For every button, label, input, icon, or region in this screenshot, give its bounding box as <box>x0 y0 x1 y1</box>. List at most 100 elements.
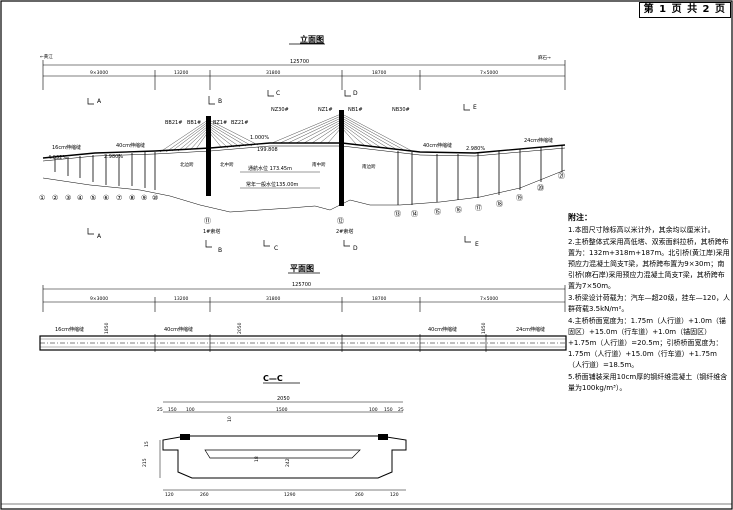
tower-2 <box>339 110 344 206</box>
notes-panel: 附注： 1.本图尺寸除标高以米计外，其余均以厘米计。 2.主桥整体式采用高低塔、… <box>568 212 730 395</box>
low-level-label: 常年一般水位135.00m <box>246 181 298 188</box>
svg-text:⑦: ⑦ <box>116 194 122 202</box>
plan-width-2: 2050 <box>237 322 243 334</box>
plan-span-5: 7×5000 <box>480 296 498 302</box>
section-dim-4: 1500 <box>276 407 288 413</box>
note-2: 2.主桥整体式采用高低塔、双索面斜拉桥，其桥跨布置为：132m+318m+187… <box>568 238 730 290</box>
svg-text:㉑: ㉑ <box>558 172 565 180</box>
note-5: 5.桥面铺装采用10cm厚的钢纤维混凝土（钢纤维含量为100kg/m³）。 <box>568 373 728 392</box>
cut-a-top: A <box>97 98 102 105</box>
section-title: C—C <box>263 374 283 383</box>
bridge-deck <box>42 142 566 159</box>
plan-joint-1: 16cm伸缩缝 <box>55 326 84 333</box>
note-4: 4.主桥桥面宽度为：1.75m（人行道）+1.0m（锚固区）+15.0m（行车道… <box>568 317 726 369</box>
slope-label-5: 1.000% <box>250 135 269 141</box>
svg-text:⑨: ⑨ <box>141 194 147 202</box>
box-girder-section <box>162 435 407 479</box>
right-end-label: 麻石→ <box>538 54 551 61</box>
elev-span-4: 18700 <box>372 70 386 76</box>
plan-width-1: 1850 <box>104 322 110 334</box>
region-north-side: 北边跨 <box>180 161 194 168</box>
approach-piers <box>54 145 563 205</box>
water-level-label: 通航水位 173.45m <box>248 165 292 172</box>
svg-text:⑬: ⑬ <box>394 210 401 218</box>
cut-b-bottom: B <box>218 247 222 254</box>
tower-2-cables <box>271 113 413 152</box>
ground-line <box>42 169 566 213</box>
svg-text:⑯: ⑯ <box>455 206 462 214</box>
region-south-side: 南边跨 <box>362 163 376 170</box>
svg-text:⑪: ⑪ <box>204 217 211 225</box>
region-north-mid: 北中跨 <box>220 161 234 168</box>
slope-label-2: 4.032% <box>48 155 67 161</box>
pier-numbers: ① ② ③ ④ ⑤ ⑥ ⑦ ⑧ ⑨ ⑩ ⑪ ⑫ ⑬ ⑭ ⑮ ⑯ ⑰ ⑱ ⑲ ⑳ … <box>39 172 565 225</box>
tower-1-name: 1#索塔 <box>203 228 220 235</box>
svg-text:④: ④ <box>77 194 83 202</box>
slope-label-4: 40cm伸缩缝 <box>116 142 145 149</box>
cut-e-top: E <box>473 104 477 111</box>
plan-joint-4: 24cm伸缩缝 <box>516 326 545 333</box>
cut-b-top: B <box>218 98 222 105</box>
slope-label-8: 24cm伸缩缝 <box>524 137 553 144</box>
deck-elevation: 199.808 <box>257 147 278 153</box>
tower-label-bb21: BB21# <box>165 120 182 126</box>
slope-label-3: 2.980% <box>104 154 123 160</box>
svg-text:⑳: ⑳ <box>537 184 544 192</box>
section-bot-dim-3: 1290 <box>284 492 296 498</box>
cut-c-bottom: C <box>274 245 278 252</box>
plan-joint-2: 40cm伸缩缝 <box>164 326 193 333</box>
svg-text:②: ② <box>52 194 58 202</box>
elev-span-2: 13200 <box>174 70 188 76</box>
section-dim-1: 25 <box>157 407 163 413</box>
page-indicator: 第 1 页 共 2 页 <box>638 2 731 18</box>
section-slab-3: 15 <box>144 441 150 447</box>
section-total-width: 2050 <box>277 396 290 402</box>
note-1: 1.本图尺寸除标高以米计外，其余均以厘米计。 <box>568 226 715 234</box>
plan-joint-3: 40cm伸缩缝 <box>428 326 457 333</box>
plan-total-span: 125700 <box>292 282 311 288</box>
plan-span-3: 31800 <box>266 296 280 302</box>
section-dim-3: 100 <box>186 407 195 413</box>
svg-text:⑧: ⑧ <box>129 194 135 202</box>
svg-text:③: ③ <box>65 194 71 202</box>
tower-label-nz1: NZ1# <box>318 107 333 113</box>
section-slab-2: 18 <box>254 456 260 462</box>
svg-text:⑭: ⑭ <box>411 210 418 218</box>
tower-2-name: 2#索塔 <box>336 228 353 235</box>
svg-text:⑱: ⑱ <box>496 200 503 208</box>
elevation-title: 立面图 <box>300 34 324 44</box>
tower-label-bz21: BZ21# <box>231 120 248 126</box>
cut-c-top: C <box>276 90 280 97</box>
slope-label-6: 40cm伸缩缝 <box>423 142 452 149</box>
section-dim-5: 100 <box>369 407 378 413</box>
plan-span-2: 13200 <box>174 296 188 302</box>
svg-text:⑰: ⑰ <box>475 204 482 212</box>
section-bot-dim-1: 120 <box>165 492 174 498</box>
plan-width-3: 1850 <box>481 322 487 334</box>
tower-1-cables <box>159 119 259 153</box>
section-bot-dim-4: 260 <box>355 492 364 498</box>
cut-e-bottom: E <box>475 241 479 248</box>
svg-text:⑤: ⑤ <box>90 194 96 202</box>
section-bot-dim-2: 260 <box>200 492 209 498</box>
section-bot-dim-5: 120 <box>390 492 399 498</box>
svg-text:⑩: ⑩ <box>152 194 158 202</box>
svg-text:①: ① <box>39 194 45 202</box>
svg-text:⑫: ⑫ <box>337 217 344 225</box>
elev-span-5: 7×5000 <box>480 70 498 76</box>
section-inner-height: 242 <box>285 458 291 467</box>
plan-span-4: 18700 <box>372 296 386 302</box>
svg-text:⑥: ⑥ <box>103 194 109 202</box>
cut-d-bottom: D <box>353 245 358 252</box>
slope-label-1: 16cm伸缩缝 <box>52 144 81 151</box>
elev-span-1: 9×3000 <box>90 70 108 76</box>
section-slab-1: 10 <box>227 416 233 422</box>
plan-span-1: 9×3000 <box>90 296 108 302</box>
plan-title: 平面图 <box>290 264 314 273</box>
tower-label-bz1: BZ1# <box>213 120 227 126</box>
notes-title: 附注： <box>568 213 592 222</box>
cut-d-top: D <box>353 90 358 97</box>
